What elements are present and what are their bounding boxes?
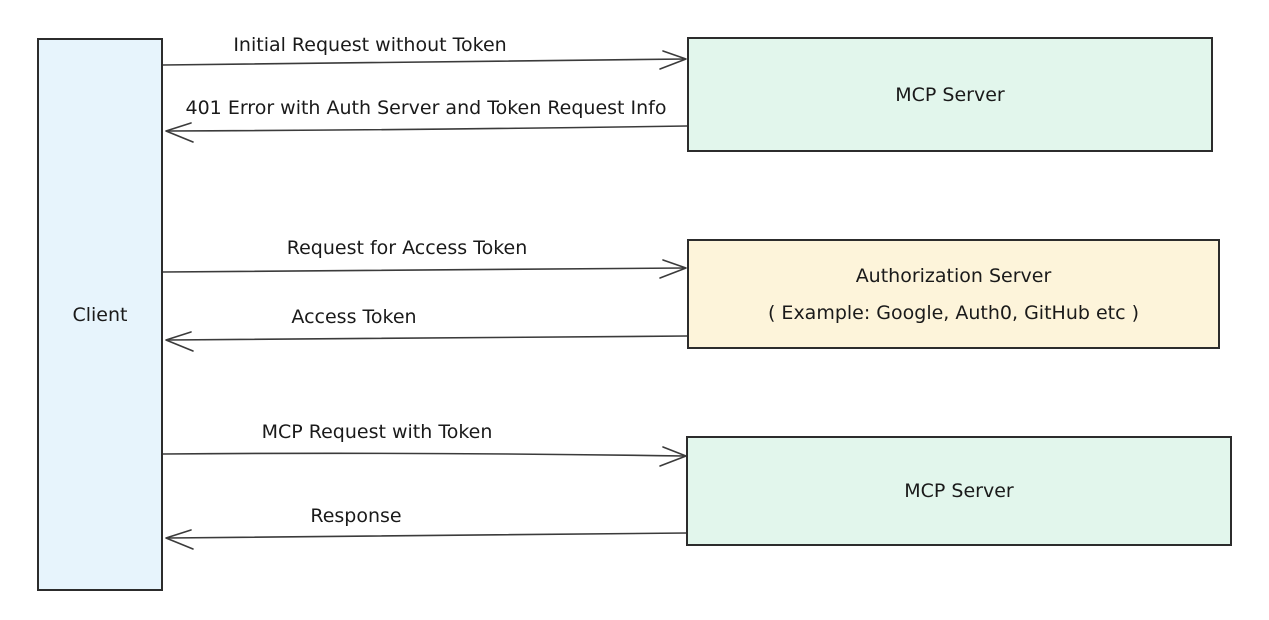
arrow-request-access-token	[162, 259, 687, 279]
arrow-response	[165, 529, 688, 550]
arrow-initial-request	[162, 50, 687, 70]
authorization-server-subtitle: ( Example: Google, Auth0, GitHub etc )	[767, 301, 1140, 324]
arrow-mcp-request-with-token	[162, 446, 687, 467]
client-box: Client	[37, 38, 163, 591]
message-label-access-token: Access Token	[291, 306, 417, 328]
authorization-server-title: Authorization Server	[855, 264, 1052, 287]
authorization-server-box: Authorization Server ( Example: Google, …	[687, 239, 1220, 349]
mcp-server-bottom-box: MCP Server	[686, 436, 1232, 546]
message-label-initial-request: Initial Request without Token	[233, 34, 507, 56]
client-label: Client	[72, 303, 128, 326]
mcp-server-bottom-label: MCP Server	[904, 480, 1014, 502]
message-label-mcp-request-with-token: MCP Request with Token	[261, 421, 493, 443]
message-label-response: Response	[310, 505, 402, 527]
arrow-401-error	[165, 122, 688, 143]
mcp-server-top-box: MCP Server	[687, 37, 1213, 152]
message-label-401-error: 401 Error with Auth Server and Token Req…	[185, 97, 667, 119]
arrow-access-token	[165, 331, 688, 352]
message-label-request-access-token: Request for Access Token	[286, 237, 528, 259]
mcp-server-top-label: MCP Server	[895, 83, 1005, 106]
